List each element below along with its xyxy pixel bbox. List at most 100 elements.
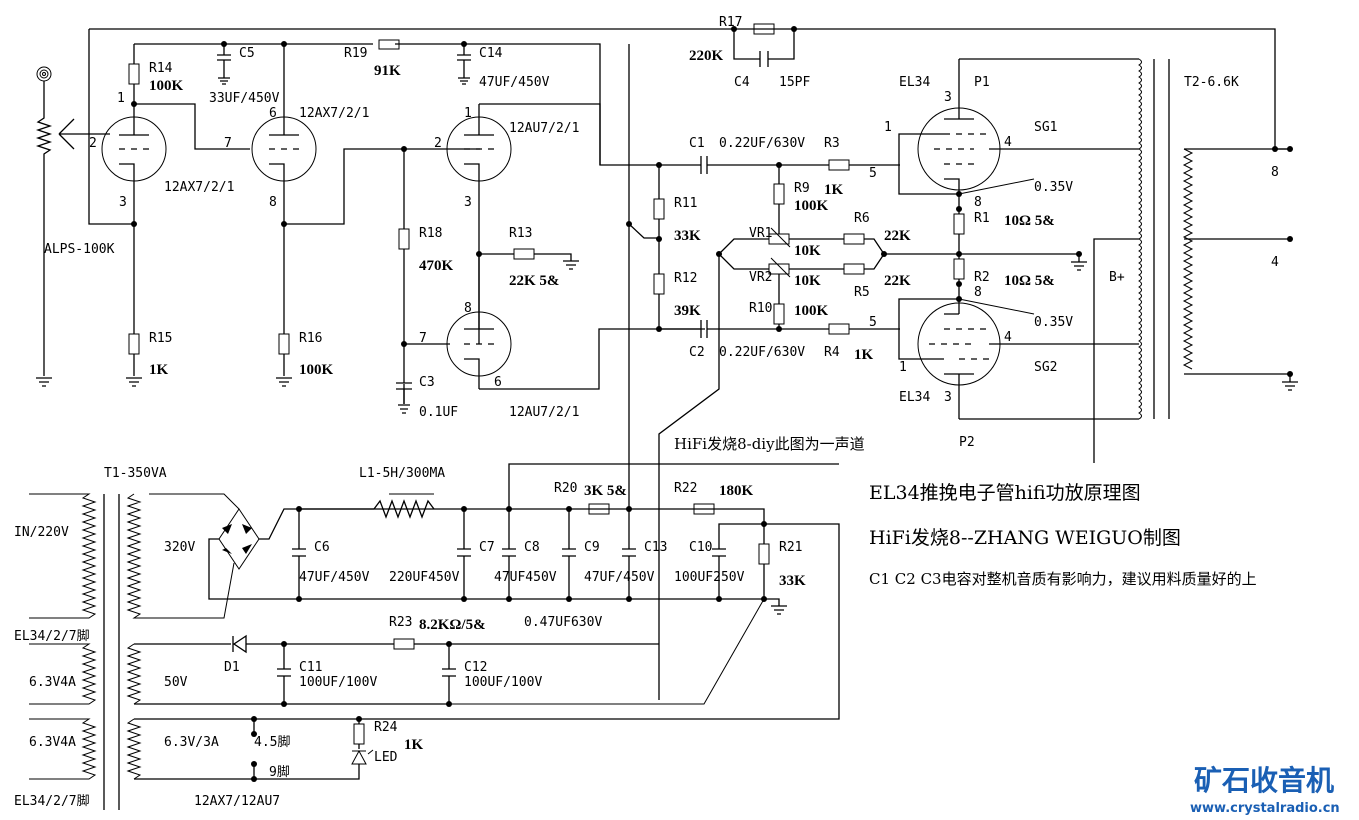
c11-label: C11 [299, 660, 322, 675]
v4-type: 12AU7/2/1 [509, 405, 579, 420]
capacitor-c6 [292, 548, 306, 557]
resistor-r6 [843, 233, 865, 245]
bridge-rectifier-icon [218, 508, 260, 570]
el34-top-pin1: 1 [884, 120, 892, 135]
watermark-logo: 矿石收音机 www.crystalradio.cn [1190, 764, 1340, 816]
resistor-r19 [378, 39, 400, 50]
el34-bot-pin8: 8 [974, 285, 982, 300]
driver-section: R11 33K R12 39K C1 0.22UF/630V R3 1K 5 C… [626, 44, 1087, 700]
v3-type: 12AU7/2/1 [509, 121, 579, 136]
capacitor-c8 [502, 463, 839, 599]
tube-el34-bottom [917, 299, 1001, 419]
resistor-r4 [828, 323, 850, 335]
ground-icon [276, 377, 292, 387]
capacitor-c14 [457, 44, 471, 85]
resistor-r3 [828, 159, 850, 171]
resistor-r17 [753, 23, 775, 35]
capacitor-c2 [700, 320, 708, 338]
primary-input-label: IN/220V [14, 525, 69, 540]
r10-value: 100K [794, 303, 829, 319]
t1-core [103, 494, 120, 810]
resistor-r24 [353, 723, 365, 745]
c3-label: C3 [419, 375, 435, 390]
heater1-rating: 6.3V4A [29, 675, 76, 690]
el34-bot-type: EL34 [899, 390, 930, 405]
output-section: EL34 P1 3 1 4 SG1 8 0.35V R1 10Ω 5& R2 1… [884, 58, 1298, 463]
r2-value: 10Ω 5& [1004, 273, 1055, 289]
r11-value: 33K [674, 228, 701, 244]
r24-value: 1K [404, 737, 424, 753]
r2-label: R2 [974, 270, 990, 285]
potentiometer-vr1 [768, 233, 790, 245]
t2-label: T2-6.6K [1184, 75, 1239, 90]
d1-label: D1 [224, 660, 240, 675]
el34-heater-pin-label-1: EL34/2/7脚 [14, 628, 90, 644]
r16-label: R16 [299, 331, 322, 346]
led-icon [351, 749, 374, 765]
r13-label: R13 [509, 226, 532, 241]
el34-top-type: EL34 [899, 75, 930, 90]
tube-v4 [446, 254, 512, 389]
r10-label: R10 [749, 301, 772, 316]
v4-pin-cathode: 6 [494, 375, 502, 390]
volume-label: ALPS-100K [44, 242, 115, 257]
r19-value: 91K [374, 63, 401, 79]
r5-value: 22K [884, 273, 911, 289]
el34-bot-pin1: 1 [899, 360, 907, 375]
resistor-r18 [398, 228, 410, 250]
r23-value: 8.2KΩ/5& [419, 617, 486, 633]
c2-label: C2 [689, 345, 705, 360]
r15-value: 1K [149, 362, 169, 378]
r18-value: 470K [419, 258, 454, 274]
resistor-r9 [773, 183, 785, 205]
capacitor-c5 [217, 44, 231, 85]
t2-secondary-winding [1182, 148, 1194, 370]
c12-value: 100UF/100V [464, 675, 542, 690]
r3-value: 1K [824, 182, 844, 198]
bplus-label: B+ [1109, 270, 1125, 285]
t1-primary-winding [29, 493, 97, 619]
el34-top-pin4: 4 [1004, 135, 1012, 150]
v4-pin-grid: 7 [419, 331, 427, 346]
c7-value: 220UF450V [389, 570, 460, 585]
el34-heater-pin-label-2: EL34/2/7脚 [14, 793, 90, 809]
heater2-rating: 6.3V4A [29, 735, 76, 750]
c6-label: C6 [314, 540, 330, 555]
power-section: T1-350VA IN/220V EL34/2/7脚 6.3V4A 6.3V4A… [14, 463, 840, 810]
c12-label: C12 [464, 660, 487, 675]
resistor-r20 [588, 503, 610, 515]
led-label: LED [374, 750, 398, 765]
r3-label: R3 [824, 136, 840, 151]
volume-pot [35, 81, 53, 376]
c5-label: C5 [239, 46, 255, 61]
heater-pin45-label: 4.5脚 [254, 734, 290, 750]
input-jack-icon [36, 66, 52, 82]
v3-pin-grid: 2 [434, 136, 442, 151]
c1-value: 0.22UF/630V [719, 136, 805, 151]
resistor-r16 [278, 333, 290, 355]
r15-label: R15 [149, 331, 172, 346]
c7-label: C7 [479, 540, 495, 555]
c10-value: 100UF250V [674, 570, 745, 585]
hv-secondary-label: 320V [164, 540, 195, 555]
t2-primary-winding [1138, 58, 1142, 420]
el34-bot-pin4: 4 [1004, 330, 1012, 345]
resistor-r22 [693, 503, 715, 515]
diode-d1 [232, 634, 247, 654]
tube-v2 [251, 44, 317, 224]
r23-label: R23 [389, 615, 412, 630]
heater-tubes-label: 12AX7/12AU7 [194, 794, 280, 809]
c4-label: C4 [734, 75, 750, 90]
r13-value: 22K 5& [509, 273, 559, 289]
r20-label: R20 [554, 481, 577, 496]
resistor-r5 [843, 263, 865, 275]
hv-secondary-winding [126, 493, 240, 619]
r18-label: R18 [419, 226, 442, 241]
resistor-r23 [393, 638, 415, 650]
r21-value: 33K [779, 573, 806, 589]
resistor-r12 [653, 273, 665, 295]
r17-label: R17 [719, 15, 742, 30]
r4-label: R4 [824, 345, 840, 360]
heater-winding-1 [29, 643, 97, 705]
